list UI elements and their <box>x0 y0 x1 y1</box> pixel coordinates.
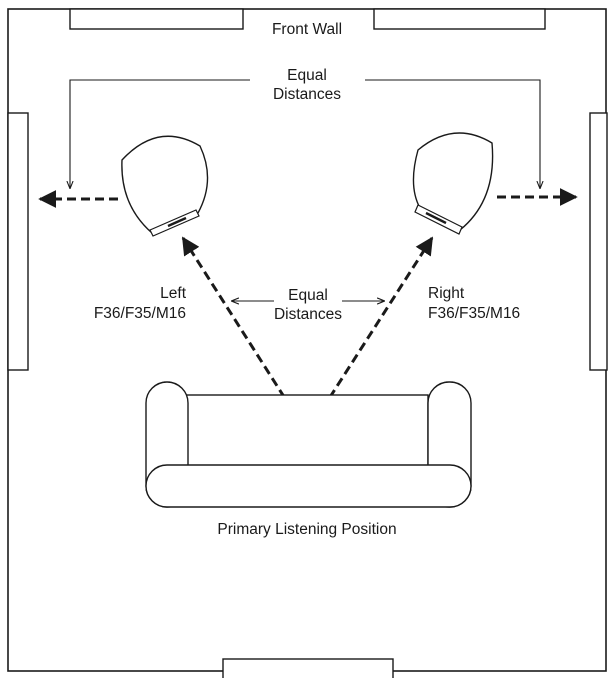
right-wall-panel <box>589 112 608 371</box>
left-wall-panel <box>7 112 29 371</box>
right-listening-arrow <box>305 236 434 434</box>
front-window-right <box>373 8 546 30</box>
equal-distances-top-label-line1: Equal <box>287 67 327 84</box>
equal-distance-guide-left <box>70 79 250 188</box>
left-listening-arrow <box>181 236 309 434</box>
right-speaker-label-line1: Right <box>428 285 465 302</box>
rear-door <box>222 658 394 678</box>
left-speaker <box>121 135 209 237</box>
equal-distances-mid-label-line2: Distances <box>274 306 342 323</box>
front-wall-label: Front Wall <box>272 21 342 38</box>
listening-position-label: Primary Listening Position <box>217 521 396 538</box>
room-outline <box>7 8 607 672</box>
left-speaker-label-line1: Left <box>160 285 187 302</box>
right-speaker <box>412 132 494 235</box>
equal-distances-top-label-line2: Distances <box>273 86 341 103</box>
sofa <box>145 381 472 508</box>
right-speaker-label-line2: F36/F35/M16 <box>428 305 520 322</box>
front-window-left <box>69 8 244 30</box>
left-speaker-label-line2: F36/F35/M16 <box>94 305 186 322</box>
equal-distance-guide-right <box>365 79 540 188</box>
equal-distances-mid-label-line1: Equal <box>288 287 328 304</box>
